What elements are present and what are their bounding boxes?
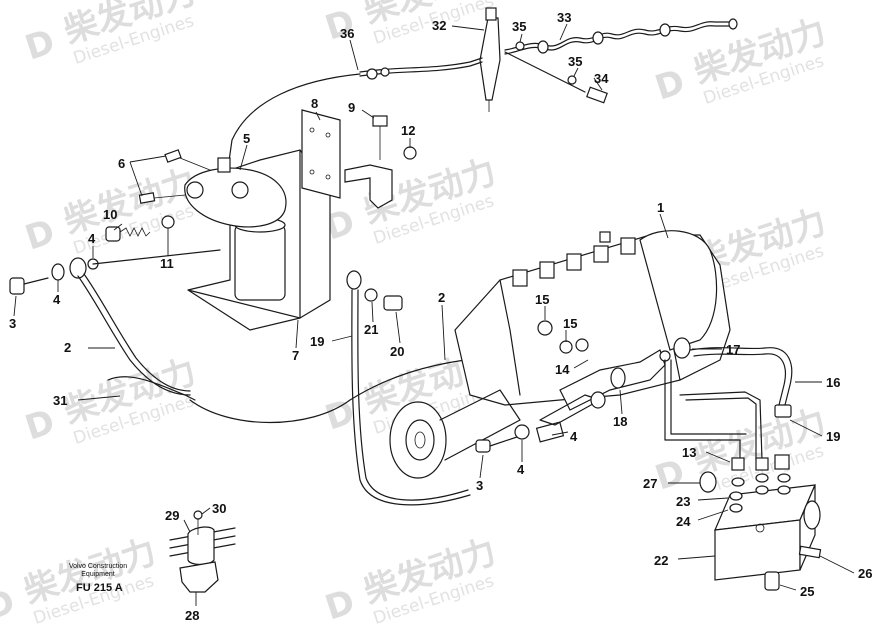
caption-line-2: Equipment	[81, 571, 115, 578]
callout-10: 10	[103, 207, 117, 222]
callout-4: 4	[53, 292, 61, 307]
callout-18: 18	[613, 414, 627, 429]
callout-31: 31	[53, 393, 67, 408]
callout-24: 24	[676, 514, 691, 529]
callout-36: 36	[340, 26, 354, 41]
callout-13: 13	[682, 445, 696, 460]
distribution-block	[699, 454, 822, 591]
watermark-logo-letter: D	[20, 212, 59, 259]
callout-15: 15	[563, 316, 577, 331]
callout-1: 1	[657, 200, 664, 215]
callout-5: 5	[243, 131, 250, 146]
watermark-logo-letter: D	[650, 62, 689, 109]
watermark-layer: D柴发动力Diesel-EnginesD柴发动力Diesel-EnginesD柴…	[0, 0, 831, 629]
callout-8: 8	[311, 96, 318, 111]
callout-17: 17	[726, 342, 740, 357]
fuel-filter-assembly	[105, 109, 417, 331]
callout-2: 2	[438, 290, 445, 305]
watermark-logo-letter: D	[0, 582, 20, 629]
callout-3: 3	[476, 478, 483, 493]
callout-21: 21	[364, 322, 378, 337]
callout-29: 29	[165, 508, 179, 523]
callout-7: 7	[292, 348, 299, 363]
callout-19: 19	[310, 334, 324, 349]
callout-26: 26	[858, 566, 872, 581]
clamp-detail	[169, 510, 236, 593]
callout-32: 32	[432, 18, 446, 33]
callout-9: 9	[348, 100, 355, 115]
callout-33: 33	[557, 10, 571, 25]
delivery-valves	[512, 231, 636, 287]
callout-34: 34	[594, 71, 609, 86]
callout-35: 35	[568, 54, 582, 69]
watermark-logo-letter: D	[320, 582, 359, 629]
callout-15: 15	[535, 292, 549, 307]
callout-6: 6	[118, 156, 125, 171]
callout-23: 23	[676, 494, 690, 509]
callout-20: 20	[390, 344, 404, 359]
callout-30: 30	[212, 501, 226, 516]
callout-11: 11	[160, 256, 174, 271]
callout-4: 4	[88, 231, 96, 246]
leader-lines	[13, 23, 855, 606]
callout-labels: 1 2 2 3 3 4 4 4 4 5 6 7 8 9 10 11 12 13 …	[9, 10, 872, 623]
callout-22: 22	[654, 553, 668, 568]
watermark-logo-letter: D	[20, 22, 59, 69]
block-fittings	[729, 454, 791, 513]
manufacturer-caption: Volvo Construction Equipment	[60, 563, 136, 579]
callout-12: 12	[401, 123, 415, 138]
callout-35: 35	[512, 19, 526, 34]
callout-16: 16	[826, 375, 840, 390]
figure-reference: FU 215 A	[76, 582, 123, 594]
injection-pump	[389, 230, 793, 479]
fuel-line-middle	[346, 270, 471, 506]
callout-3: 3	[9, 316, 16, 331]
callout-19: 19	[826, 429, 840, 444]
callout-25: 25	[800, 584, 814, 599]
callout-4: 4	[517, 462, 525, 477]
callout-4: 4	[570, 429, 578, 444]
fuel-pipe-left	[9, 249, 466, 424]
callout-2: 2	[64, 340, 71, 355]
caption-line-1: Volvo Construction	[68, 563, 128, 570]
watermark-logo-letter: D	[20, 402, 59, 449]
pipe-nuts	[537, 18, 738, 54]
callout-14: 14	[555, 362, 570, 377]
callout-28: 28	[185, 608, 199, 623]
callout-27: 27	[643, 476, 657, 491]
